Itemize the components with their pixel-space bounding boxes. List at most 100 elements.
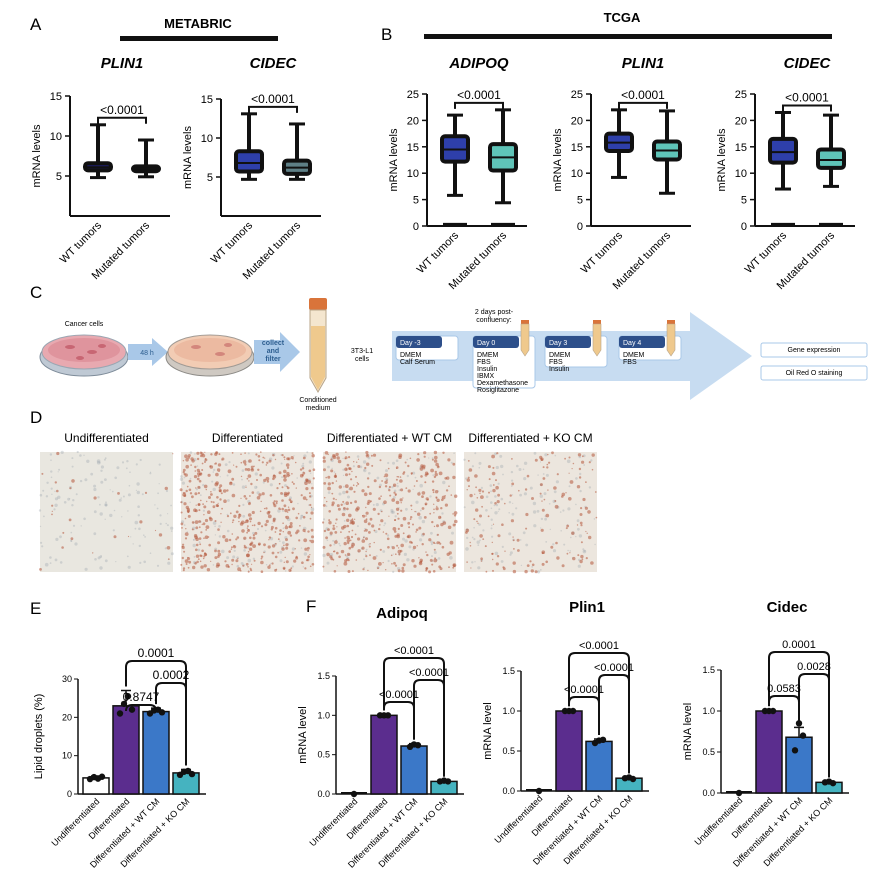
lipid-droplet — [221, 457, 225, 461]
texture-dot — [392, 570, 395, 574]
lipid-droplet — [580, 507, 583, 510]
lipid-droplet — [164, 486, 168, 491]
lipid-droplet — [327, 486, 331, 491]
texture-dot — [271, 522, 273, 525]
texture-dot — [54, 490, 56, 493]
lipid-droplet — [196, 457, 200, 461]
lipid-droplet — [203, 505, 207, 509]
lipid-droplet — [395, 478, 398, 481]
texture-dot — [363, 468, 367, 473]
data-point — [799, 732, 807, 739]
lipid-droplet — [197, 485, 201, 489]
y-tick-label: 5 — [207, 172, 213, 184]
texture-dot — [143, 560, 146, 564]
texture-dot — [137, 514, 140, 517]
lipid-droplet — [70, 537, 74, 541]
lipid-droplet — [349, 486, 353, 491]
lipid-droplet — [569, 480, 574, 484]
lipid-droplet — [259, 473, 263, 477]
texture-dot — [84, 567, 88, 571]
lipid-droplet — [56, 451, 60, 456]
lipid-droplet — [469, 493, 473, 498]
texture-dot — [158, 463, 161, 466]
texture-dot — [282, 527, 285, 529]
texture-dot — [41, 545, 44, 548]
texture-dot — [241, 485, 246, 489]
lipid-droplet — [587, 510, 591, 514]
texture-dot — [219, 476, 221, 478]
data-point — [120, 700, 128, 708]
lipid-droplet — [242, 460, 247, 464]
texture-dot — [138, 527, 141, 531]
lipid-droplet — [329, 555, 333, 559]
lipid-droplet — [415, 528, 419, 532]
texture-dot — [54, 503, 58, 507]
lipid-droplet — [436, 533, 439, 536]
texture-dot — [442, 480, 446, 485]
lipid-droplet — [285, 543, 289, 547]
texture-dot — [144, 536, 147, 538]
lipid-droplet — [184, 537, 188, 540]
cancer-cells-label: Cancer cells — [65, 321, 104, 328]
texture-dot — [57, 471, 59, 473]
lipid-droplet — [292, 507, 295, 511]
lipid-droplet — [281, 499, 284, 502]
texture-dot — [309, 472, 312, 474]
lipid-droplet — [352, 484, 355, 487]
texture-dot — [83, 517, 86, 521]
texture-dot — [386, 534, 390, 537]
lipid-droplet — [432, 491, 435, 494]
lipid-droplet — [576, 524, 579, 526]
lipid-droplet — [474, 493, 476, 495]
tcga-title-bar — [424, 34, 832, 39]
lipid-droplet — [424, 503, 427, 506]
texture-dot — [224, 463, 228, 466]
filter-label: filter — [265, 356, 280, 363]
lipid-droplet — [341, 526, 345, 530]
lipid-droplet — [183, 472, 186, 476]
y-tick-label: 5 — [56, 171, 62, 183]
lipid-droplet — [252, 536, 256, 540]
texture-dot — [588, 486, 592, 489]
post-confluency-label-2: confluency: — [476, 317, 511, 324]
texture-dot — [327, 491, 331, 494]
lipid-droplet — [417, 512, 421, 516]
lipid-droplet — [283, 493, 288, 498]
lipid-droplet — [553, 486, 557, 490]
lipid-droplet — [270, 528, 273, 531]
lipid-droplet — [338, 485, 342, 489]
texture-dot — [122, 495, 125, 498]
lipid-droplet — [278, 471, 282, 475]
texture-dot — [112, 529, 115, 532]
texture-dot — [364, 553, 367, 556]
lipid-droplet — [379, 524, 381, 526]
texture-dot — [55, 537, 59, 542]
lipid-droplet — [217, 552, 222, 557]
texture-dot — [80, 525, 82, 527]
micrograph-3: Differentiated + WT CM — [322, 431, 458, 574]
lipid-droplet — [353, 461, 355, 463]
lipid-droplet — [419, 560, 422, 564]
lipid-droplet — [216, 496, 219, 499]
texture-dot — [343, 520, 346, 522]
lipid-droplet — [433, 503, 435, 505]
lipid-droplet — [494, 502, 497, 505]
lipid-droplet — [188, 488, 192, 492]
lipid-droplet — [475, 508, 479, 512]
lipid-droplet — [194, 562, 197, 565]
texture-dot — [412, 471, 416, 475]
lipid-droplet — [249, 495, 251, 497]
lipid-droplet — [351, 522, 355, 525]
texture-dot — [109, 513, 113, 518]
texture-dot — [567, 507, 571, 511]
texture-dot — [326, 561, 330, 565]
texture-dot — [284, 484, 287, 487]
lipid-droplet — [466, 489, 468, 491]
lipid-droplet — [473, 518, 476, 521]
bar — [785, 736, 813, 794]
lipid-droplet — [322, 545, 326, 549]
lipid-droplet — [525, 527, 528, 530]
lipid-droplet — [504, 502, 506, 505]
